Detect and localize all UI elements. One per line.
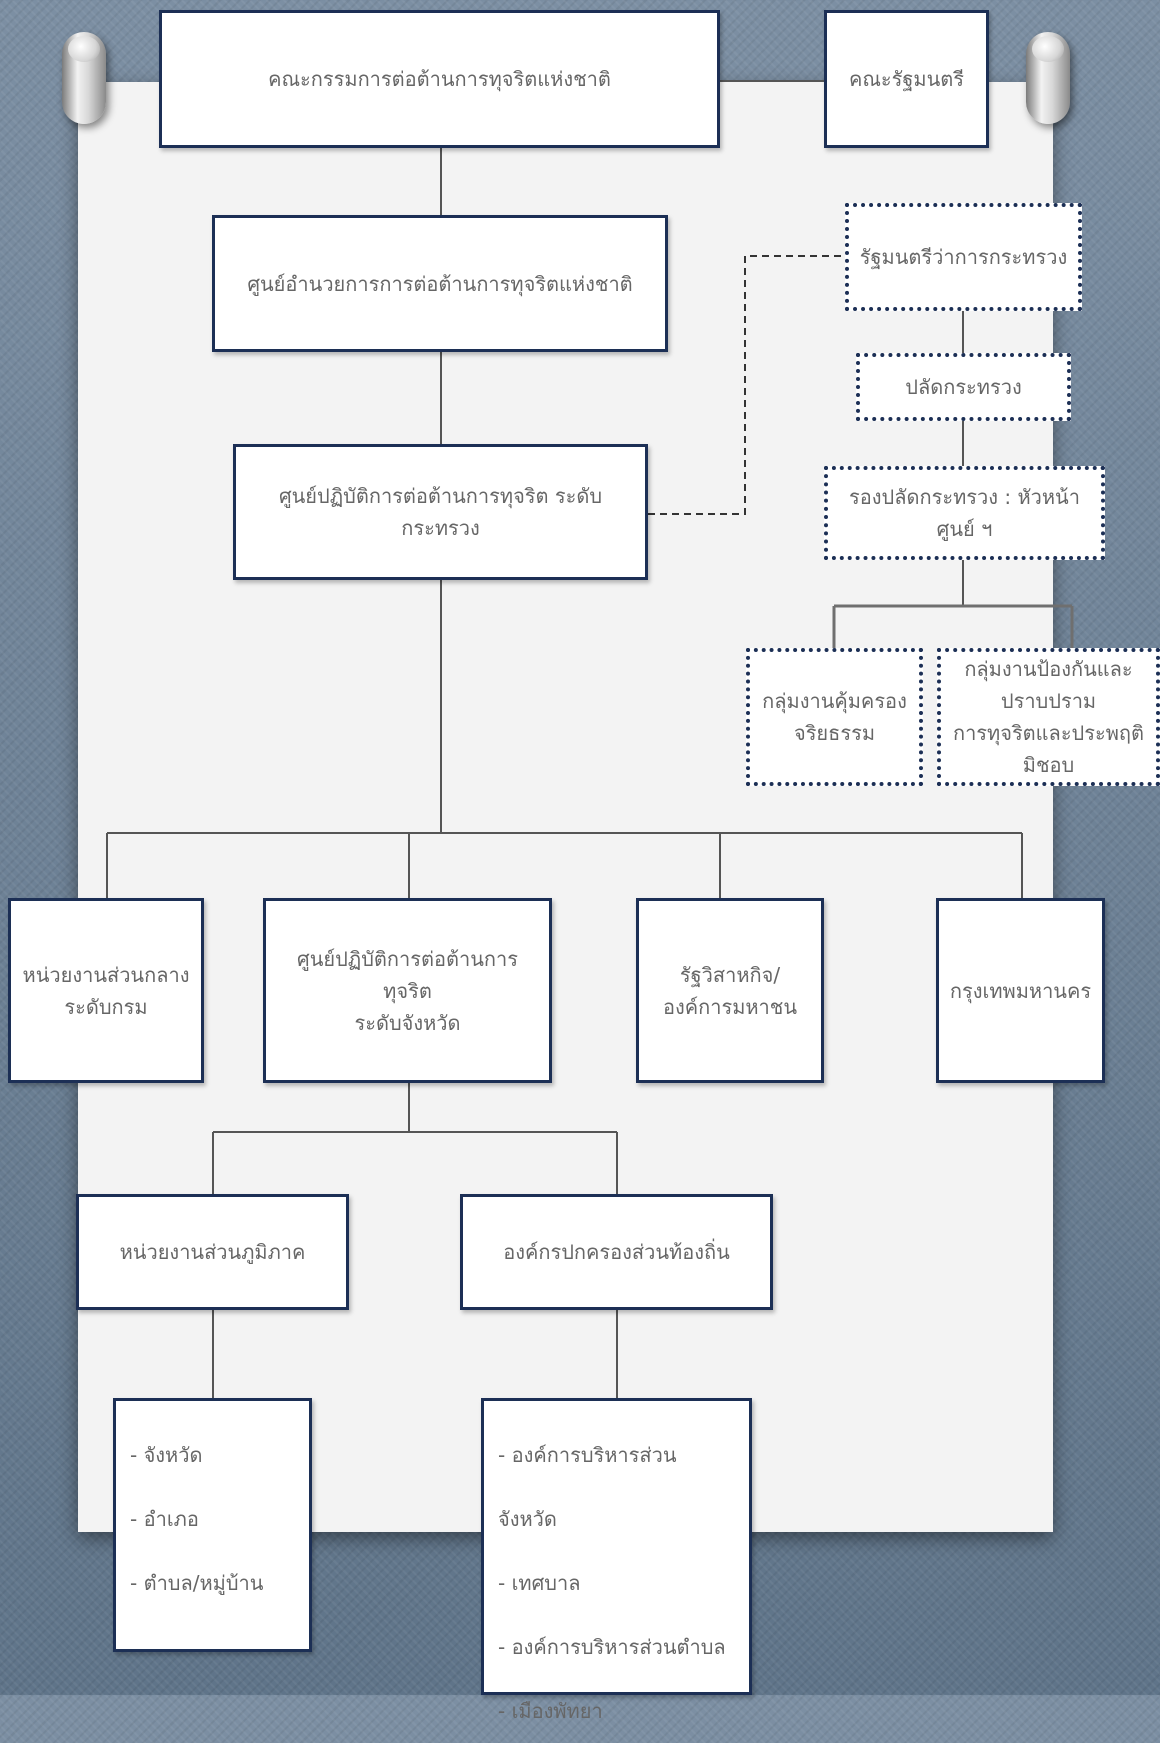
pushpin-right-icon [1026,32,1070,124]
node-central-agencies: หน่วยงานส่วนกลาง ระดับกรม [8,898,204,1083]
node-cabinet: คณะรัฐมนตรี [824,10,989,148]
node-commission: คณะกรรมการต่อต้านการทุจริตแห่งชาติ [159,10,720,148]
node-ethics-group: กลุ่มงานคุ้มครอง จริยธรรม [746,648,923,786]
node-national-center: ศูนย์อำนวยการการต่อต้านการทุจริตแห่งชาติ [212,215,668,352]
node-regional-agencies: หน่วยงานส่วนภูมิภาค [76,1194,349,1310]
node-local-list: - องค์การบริหารส่วนจังหวัด - เทศบาล - อง… [481,1398,752,1723]
node-provincial-center: ศูนย์ปฏิบัติการต่อต้านการทุจริต ระดับจัง… [263,898,552,1083]
node-ministry-center: ศูนย์ปฏิบัติการต่อต้านการทุจริต ระดับกระ… [233,444,648,580]
node-local-government: องค์กรปกครองส่วนท้องถิ่น [460,1194,773,1310]
node-regional-list: - จังหวัด - อำเภอ - ตำบล/หมู่บ้าน [113,1398,312,1652]
node-state-enterprise: รัฐวิสาหกิจ/ องค์การมหาชน [636,898,824,1083]
node-deputy-secretary: รองปลัดกระทรวง : หัวหน้าศูนย์ ฯ [824,466,1105,560]
node-permanent-secretary: ปลัดกระทรวง [856,353,1071,421]
pushpin-left-icon [62,32,106,124]
node-prevention-group: กลุ่มงานป้องกันและปราบปราม การทุจริตและป… [937,648,1160,786]
connector-lines [106,80,1074,1398]
node-bangkok: กรุงเทพมหานคร [936,898,1105,1083]
node-minister: รัฐมนตรีว่าการกระทรวง [845,203,1082,311]
